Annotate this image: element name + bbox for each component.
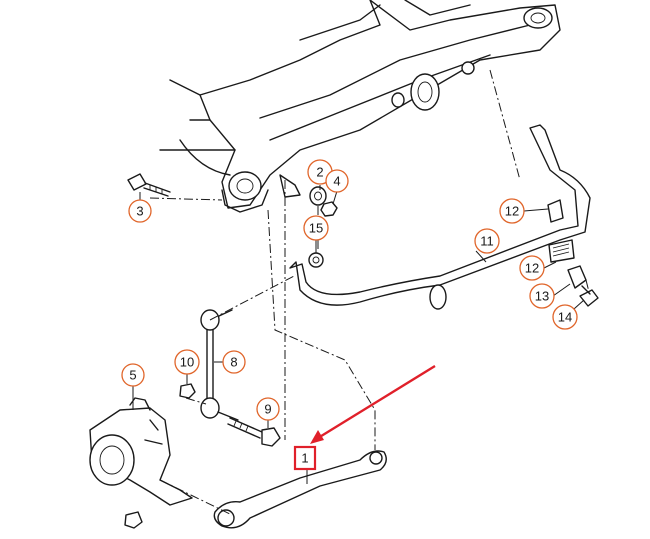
callout-leaders [132, 185, 585, 484]
callout-9: 9 [256, 397, 280, 421]
callout-11: 11 [474, 228, 500, 254]
callout-15: 15 [303, 215, 329, 241]
callout-4: 4 [325, 169, 349, 193]
callout-label-14: 14 [558, 310, 572, 325]
wheel-bearing-housing [89, 397, 193, 529]
assembly-guide-lines [149, 69, 591, 516]
callout-label-12-lower: 12 [525, 261, 539, 276]
nut-15 [308, 252, 324, 268]
callout-label-13: 13 [535, 289, 549, 304]
callout-3: 3 [128, 199, 152, 223]
callout-label-4: 4 [333, 174, 340, 189]
callout-5: 5 [121, 363, 145, 387]
callout-14: 14 [552, 304, 578, 330]
subframe [159, 0, 561, 213]
callout-label-1: 1 [301, 451, 308, 466]
callout-label-15: 15 [309, 221, 323, 236]
callout-10: 10 [174, 349, 200, 375]
callout-label-12-upper: 12 [505, 204, 519, 219]
washer-and-nut [309, 186, 338, 217]
stabilizer-bar [289, 124, 599, 310]
bolt-3 [127, 173, 171, 197]
callout-label-8: 8 [230, 355, 237, 370]
callout-label-9: 9 [264, 402, 271, 417]
callout-12-lower: 12 [519, 255, 545, 281]
highlight-arrow [310, 364, 436, 444]
callout-label-2: 2 [316, 165, 323, 180]
callout-label-5: 5 [129, 368, 136, 383]
callout-label-11: 11 [480, 234, 494, 249]
callout-8: 8 [222, 350, 246, 374]
nut-10-and-bolt-9 [179, 383, 281, 447]
callout-label-3: 3 [136, 204, 143, 219]
control-arm [213, 450, 387, 529]
callout-13: 13 [529, 283, 555, 309]
callout-12-upper: 12 [499, 198, 525, 224]
callout-1: 1 [293, 445, 317, 471]
callout-label-10: 10 [180, 355, 194, 370]
